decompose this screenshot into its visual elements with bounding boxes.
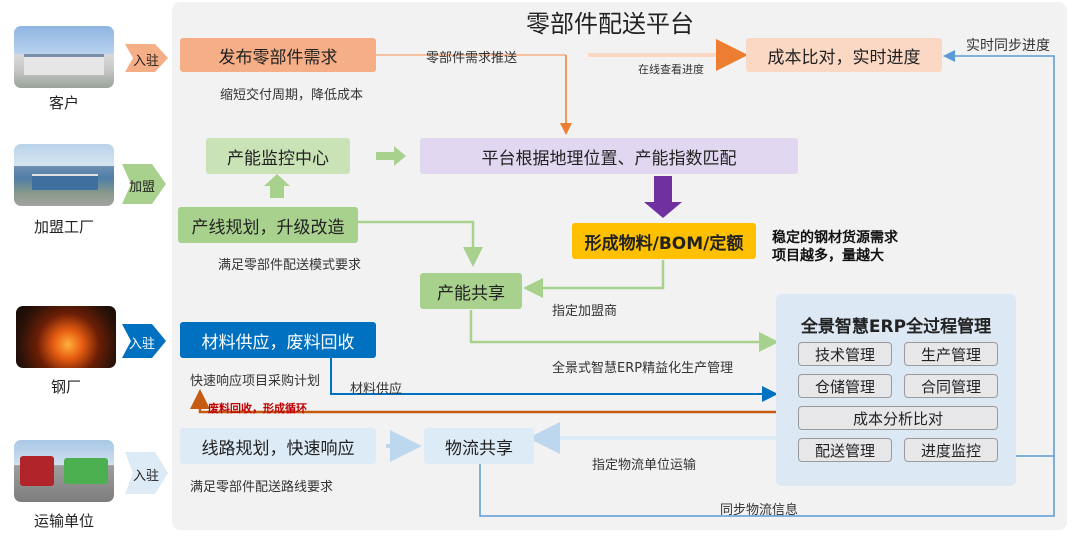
arrow-planning-monitor — [264, 174, 290, 198]
caption-sync-logistics: 同步物流信息 — [720, 503, 799, 518]
caption-erp-flow: 全景式智慧ERP精益化生产管理 — [552, 361, 734, 376]
capacity-share-box: 产能共享 — [420, 273, 522, 309]
caption-steel-demand-2: 项目越多，量越大 — [772, 248, 884, 264]
chevron-transport — [125, 452, 168, 494]
platform-match-box: 平台根据地理位置、产能指数匹配 — [420, 138, 798, 174]
factory-label: 加盟工厂 — [33, 218, 94, 236]
erp-module-cost: 成本分析比对 — [798, 406, 998, 430]
caption-realtime: 实时同步进度 — [966, 38, 1050, 54]
chevron-steel-label: 入驻 — [128, 337, 155, 352]
steel-label: 钢厂 — [50, 378, 81, 396]
logistics-share-box: 物流共享 — [424, 428, 534, 464]
caption-steel-demand-1: 稳定的钢材货源需求 — [772, 230, 898, 246]
customer-label: 客户 — [48, 94, 79, 112]
caption-waste-cycle: 废料回收，形成循环 — [208, 402, 307, 415]
caption-material-supply: 材料供应 — [350, 382, 403, 397]
chevron-factory-label: 加盟 — [128, 180, 155, 195]
capacity-monitor-box: 产能监控中心 — [206, 138, 350, 174]
chevron-transport-label: 入驻 — [132, 469, 159, 484]
arrow-monitor-match — [376, 146, 406, 166]
caption-assign-transport: 指定物流单位运输 — [592, 458, 697, 473]
caption-fast-purchase: 快速响应项目采购计划 — [190, 374, 321, 389]
chevron-customer — [125, 44, 168, 72]
caption-meet-parts: 满足零部件配送模式要求 — [218, 258, 362, 273]
transport-photo — [14, 440, 114, 502]
publish-demand-box: 发布零部件需求 — [180, 38, 376, 72]
platform-title: 零部件配送平台 — [526, 10, 694, 38]
erp-module-progress: 进度监控 — [904, 438, 998, 462]
caption-online: 在线查看进度 — [638, 63, 704, 76]
route-planning-box: 线路规划，快速响应 — [180, 428, 376, 464]
erp-module-warehouse: 仓储管理 — [798, 374, 892, 398]
chevron-factory — [122, 164, 166, 204]
caption-shorten: 缩短交付周期，降低成本 — [220, 88, 364, 103]
erp-title: 全景智慧ERP全过程管理 — [800, 317, 992, 337]
bom-box: 形成物料/BOM/定额 — [572, 223, 756, 259]
cost-compare-box: 成本比对，实时进度 — [746, 38, 942, 72]
arrow-match-bom — [644, 176, 682, 218]
factory-photo — [14, 144, 114, 206]
caption-assign-factory: 指定加盟商 — [552, 304, 618, 319]
steel-photo — [16, 306, 116, 368]
transport-label: 运输单位 — [33, 512, 94, 530]
line-planning-box: 产线规划，升级改造 — [178, 207, 358, 243]
erp-module-contract: 合同管理 — [904, 374, 998, 398]
erp-module-tech: 技术管理 — [798, 342, 892, 366]
caption-meet-route: 满足零部件配送路线要求 — [190, 480, 334, 495]
caption-push: 零部件需求推送 — [426, 51, 518, 66]
erp-module-production: 生产管理 — [904, 342, 998, 366]
material-supply-box: 材料供应，废料回收 — [180, 322, 376, 358]
customer-photo — [14, 26, 114, 88]
chevron-steel — [122, 324, 166, 358]
chevron-customer-label: 入驻 — [132, 54, 159, 69]
erp-module-delivery: 配送管理 — [798, 438, 892, 462]
